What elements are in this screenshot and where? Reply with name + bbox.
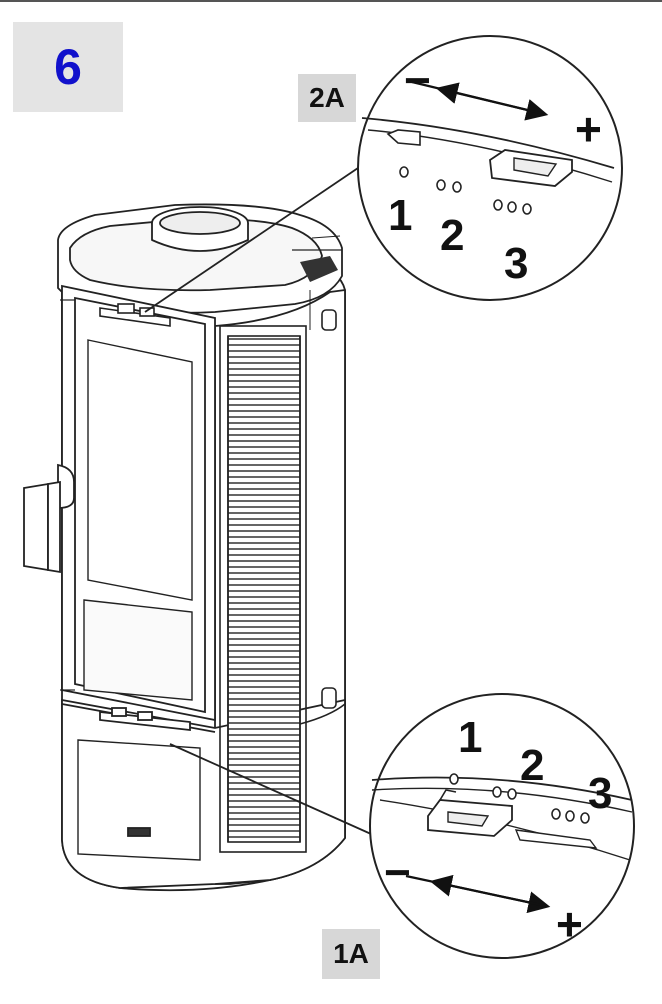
top-detail-text: − + 1 2 3 (388, 54, 602, 288)
bottom-detail-magnifier (369, 693, 635, 959)
top-detail-magnifier (357, 35, 623, 301)
stove-door (60, 284, 216, 722)
step-number: 6 (54, 39, 82, 95)
bottom-position-2: 2 (520, 741, 544, 790)
top-position-2: 2 (440, 211, 464, 260)
bottom-position-holes (449, 773, 590, 824)
bottom-detail-text: − + 1 2 3 (384, 713, 612, 950)
callout-label-1a-bottom: 1A (322, 929, 380, 979)
bottom-position-1: 1 (458, 713, 482, 762)
frame-top-rule (0, 0, 662, 2)
side-grille (219, 325, 307, 853)
top-minus-sign: − (404, 54, 431, 106)
leader-lines (144, 167, 381, 839)
bottom-position-3: 3 (588, 769, 612, 818)
upper-air-control-on-stove (99, 303, 171, 327)
top-plus-sign: + (575, 103, 602, 155)
callout-label-2a-top: 2A (298, 74, 356, 122)
top-position-1: 1 (388, 191, 412, 240)
bottom-minus-sign: − (384, 846, 411, 898)
bottom-plus-sign: + (556, 898, 583, 950)
stove-base (61, 698, 346, 889)
step-number-box: 6 (13, 22, 123, 112)
door-handle (23, 463, 75, 574)
stove-top-cap (57, 203, 343, 314)
top-position-holes (399, 166, 532, 215)
side-details (299, 290, 346, 725)
top-position-3: 3 (504, 239, 528, 288)
